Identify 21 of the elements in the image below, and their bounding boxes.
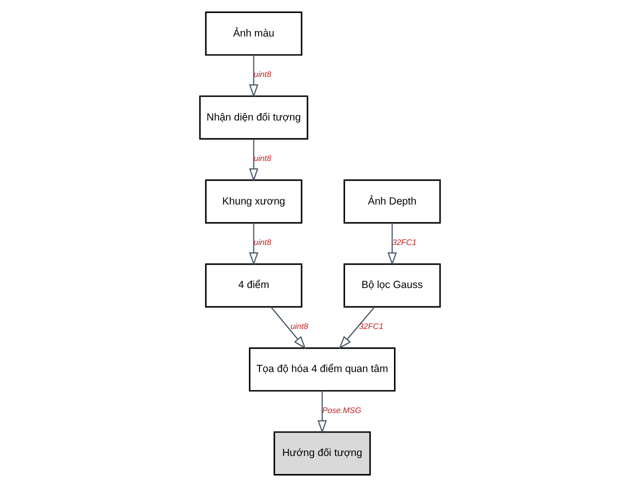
edge-label: uint8: [254, 237, 272, 246]
arrow: [338, 306, 375, 349]
node-box: Ảnh màu: [205, 11, 302, 56]
node-box: Bộ lọc Gauss: [344, 262, 441, 308]
arrow: [249, 138, 258, 182]
arrow: [318, 390, 327, 434]
arrow: [388, 222, 397, 266]
node-box: Tọa độ hóa 4 điểm quan tâm: [248, 346, 396, 392]
node-box: Hướng đối tượng: [274, 430, 371, 475]
edge-label: uint8: [254, 69, 272, 78]
edge-label: Pose.MSG: [322, 405, 362, 414]
node-box: Khung xương: [205, 178, 302, 224]
edge-label: 32FC1: [359, 321, 384, 330]
node-box: 4 điểm: [205, 262, 302, 308]
edge-label: uint8: [254, 153, 272, 162]
node-box: Ảnh Depth: [344, 178, 441, 224]
node-box: Nhận diện đối tượng: [199, 94, 308, 140]
arrow: [249, 54, 258, 98]
edge-label: uint8: [290, 321, 308, 330]
arrow: [270, 306, 306, 349]
arrow: [249, 222, 258, 266]
